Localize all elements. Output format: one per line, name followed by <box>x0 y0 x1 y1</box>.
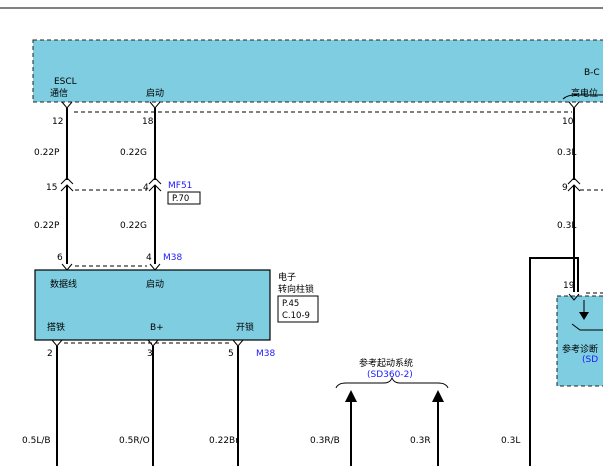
pin-chevron-18 <box>149 101 161 109</box>
wire-1-pin-a: 12 <box>52 117 63 127</box>
top-pin-label-escl: ESCL <box>54 77 77 87</box>
pin-chevron-4b <box>149 263 161 271</box>
start-system-ref: (SD360-2) <box>367 370 413 380</box>
bottom-color-3: 0.22Br <box>209 436 239 446</box>
bottom-color-1: 0.5L/B <box>22 436 51 446</box>
wire-3-color-b: 0.3L <box>557 221 576 231</box>
arrow-down-icon <box>579 312 589 320</box>
pin-chevron-12 <box>61 101 73 109</box>
arrow-up-icon <box>345 390 357 402</box>
start-system-label: 参考起动系统 <box>359 357 413 369</box>
escl-pin-5: 5 <box>228 349 234 359</box>
bottom-color-5: 0.3R <box>410 436 431 446</box>
wire-3-pin-c: 19 <box>563 281 575 291</box>
escl-title-1: 电子 <box>278 271 296 283</box>
wire-2-color-a: 0.22G <box>120 148 147 158</box>
arrow-up-icon-2 <box>432 390 444 402</box>
diag-switch-line <box>571 323 603 331</box>
escl-pin-3: 3 <box>147 349 153 359</box>
escl-label-data-line: 数据线 <box>50 278 77 290</box>
connector-mf51-ref-box <box>167 191 201 205</box>
escl-title-2: 转向柱锁 <box>278 283 314 295</box>
escl-label-bplus: B+ <box>150 323 164 333</box>
wire-1-color-a: 0.22P <box>34 148 60 158</box>
pin-chevron-10 <box>568 101 580 109</box>
escl-label-ground: 搭铁 <box>47 321 65 333</box>
wire-3-pin-b: 9 <box>562 183 568 193</box>
pin-chevron-5 <box>232 339 244 347</box>
wire-1-pin-b: 15 <box>46 183 57 193</box>
wire-3-color-a: 0.3L <box>557 148 576 158</box>
bottom-color-2: 0.5R/O <box>119 436 150 446</box>
escl-module-box <box>34 269 271 341</box>
top-pin-label-comm: 通信 <box>50 87 68 99</box>
wire-2-pin-a: 18 <box>142 117 154 127</box>
start-system-brace <box>335 376 449 389</box>
escl-ref-1: P.45 <box>282 299 299 309</box>
top-pin-label-high: 高电位 <box>571 87 598 99</box>
wire-1-pin-c: 6 <box>57 253 63 263</box>
bottom-color-4: 0.3R/B <box>310 436 340 446</box>
connector-chevron-9-top <box>567 177 581 185</box>
top-module-box <box>32 39 603 103</box>
top-right-bracket <box>562 94 603 100</box>
connector-chevron-4-top <box>148 177 162 185</box>
pin-chevron-6 <box>61 263 73 271</box>
pin-chevron-19 <box>568 293 580 301</box>
diag-ref-label: 参考诊断 <box>562 343 598 355</box>
wire-2-color-b: 0.22G <box>120 221 147 231</box>
escl-ref-box <box>277 295 319 323</box>
wire-diag-feed <box>529 257 579 466</box>
wire-3-pin-a: 10 <box>562 117 574 127</box>
connector-m38-bottom: M38 <box>256 349 275 359</box>
wire-2-pin-b: 4 <box>143 183 149 193</box>
escl-ref-2: C.10-9 <box>282 311 310 321</box>
connector-mf51-ref: P.70 <box>172 194 189 204</box>
escl-label-unlock: 开锁 <box>236 321 254 333</box>
connector-chevron-15-top <box>60 177 74 185</box>
connector-m38-top: M38 <box>163 253 182 263</box>
escl-label-start: 启动 <box>146 278 164 290</box>
diag-module-box <box>556 295 603 387</box>
diag-ref-code: (SD <box>582 355 598 365</box>
connector-mf51-name: MF51 <box>168 181 192 191</box>
pin-chevron-2 <box>51 339 63 347</box>
escl-pin-2: 2 <box>47 349 53 359</box>
wire-2-pin-c: 4 <box>146 253 152 263</box>
top-pin-label-bc: B-C <box>584 68 600 78</box>
bottom-color-6: 0.3L <box>501 436 520 446</box>
wire-1-color-b: 0.22P <box>34 221 60 231</box>
top-pin-label-start: 启动 <box>146 87 164 99</box>
